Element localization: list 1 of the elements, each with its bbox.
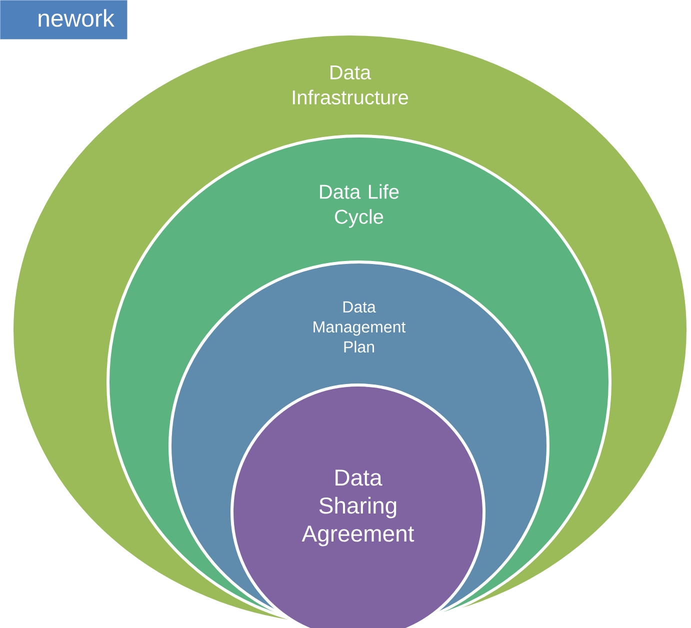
title-box: nework	[0, 0, 128, 40]
